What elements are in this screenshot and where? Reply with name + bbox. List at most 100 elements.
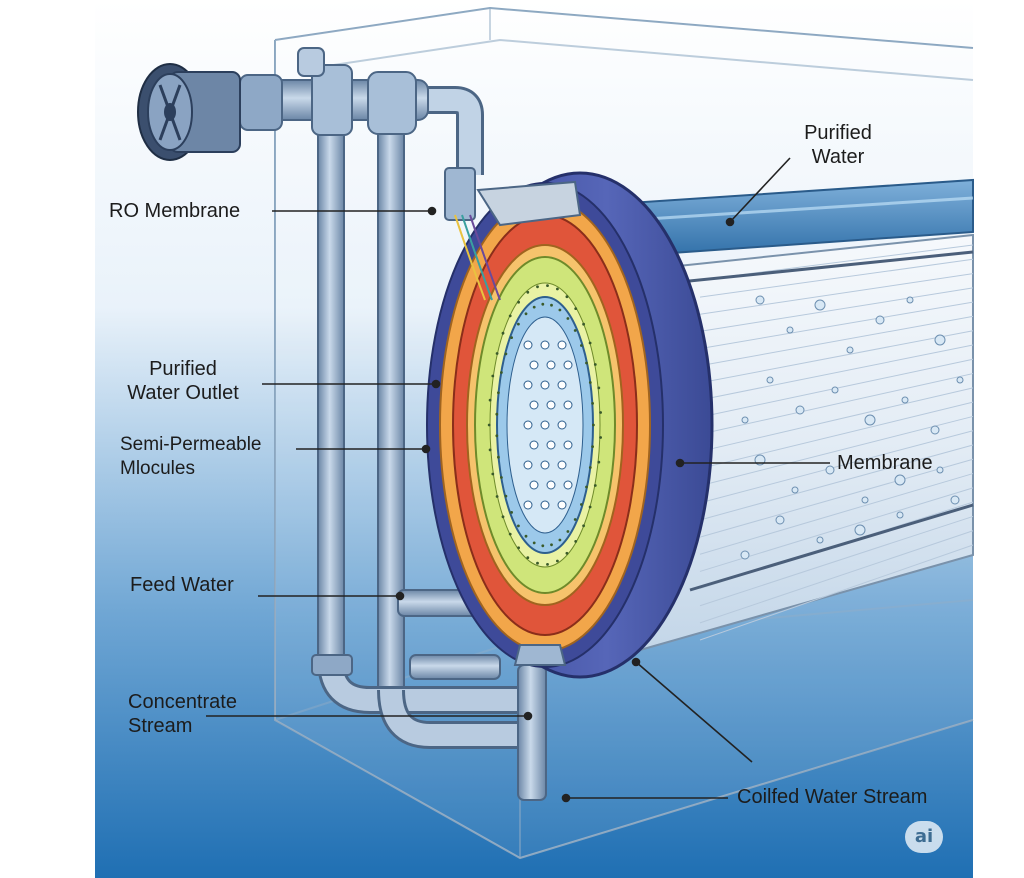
speckle [495, 352, 499, 355]
layer-speckles [487, 284, 602, 566]
membrane-bubbles [740, 295, 964, 560]
bubble [936, 466, 944, 474]
bubble [950, 495, 960, 505]
bubble [816, 536, 824, 544]
bubble [825, 465, 835, 475]
speckle [495, 434, 499, 438]
membrane-stripe [699, 444, 974, 521]
speckle [497, 391, 500, 395]
membrane-cross-section [426, 171, 714, 679]
purified-water-tube [599, 178, 974, 260]
speckle [500, 371, 503, 374]
speckle [517, 524, 520, 528]
speckle [582, 524, 585, 528]
speckle [597, 386, 601, 390]
speckle [497, 455, 500, 459]
speckle [588, 466, 592, 469]
membrane-stripe [699, 315, 974, 367]
speckle [508, 314, 512, 318]
molecule [546, 400, 556, 410]
molecule [540, 420, 550, 430]
bubble [894, 474, 906, 486]
speckle [591, 402, 594, 405]
membrane-stripe [699, 273, 974, 315]
speckle [488, 448, 492, 452]
molecule [563, 440, 573, 450]
label-feed-water: Feed Water [130, 574, 234, 596]
bubble [854, 524, 866, 536]
speckle [501, 331, 505, 335]
speckle [532, 541, 536, 545]
speckle [599, 436, 602, 439]
speckle [526, 290, 530, 294]
molecule [540, 380, 550, 390]
speckle [517, 546, 520, 550]
speckle [500, 476, 503, 479]
bubble [875, 315, 885, 325]
label-purified-water: Purified Water [800, 121, 876, 169]
bubble [930, 425, 940, 435]
membrane-stripe [699, 473, 974, 555]
speckle [504, 494, 508, 498]
bubble [896, 511, 904, 519]
bubble [755, 295, 765, 305]
molecule [523, 340, 533, 350]
molecule [563, 480, 573, 490]
bubble [861, 496, 869, 504]
bubble [795, 405, 805, 415]
molecule [523, 380, 533, 390]
leader-purified-water-outlet-dot [431, 379, 441, 389]
speckle [508, 532, 512, 536]
speckle [588, 505, 592, 509]
bubble [906, 296, 914, 304]
speckle [517, 322, 520, 326]
speckle [491, 472, 495, 476]
speckle [536, 285, 539, 289]
bubble [956, 376, 964, 384]
label-semi-permeable: Semi-Permeable Mlocules [120, 433, 262, 481]
bubble [846, 346, 854, 354]
speckle [565, 295, 569, 299]
molecule [546, 360, 556, 370]
speckle [585, 361, 588, 365]
top-clip [476, 180, 582, 666]
label-concentrate-stream-line-2: Stream [128, 715, 193, 737]
molecule [529, 440, 539, 450]
speckle [593, 484, 597, 487]
label-semi-permeable-line-1: Semi-Permeable [120, 434, 262, 455]
membrane-stripe [699, 258, 974, 298]
leader-coilfed-water-stream-diagonal-dot [631, 657, 641, 667]
membrane-stripe [699, 530, 974, 624]
speckle [487, 423, 491, 427]
membrane-stripe [699, 330, 974, 384]
membrane-stripe [699, 287, 974, 332]
core-molecules [523, 340, 573, 510]
membrane-stripe [699, 515, 974, 607]
label-purified-water-outlet: Purified Water Outlet [113, 357, 253, 405]
speckle [491, 374, 495, 378]
label-ro-membrane: RO Membrane [109, 200, 241, 222]
molecule [540, 500, 550, 510]
speckle [582, 322, 585, 326]
speckle [504, 352, 508, 356]
speckle [580, 344, 583, 347]
speckle [599, 411, 602, 414]
bubble [814, 299, 826, 311]
molecule [529, 360, 539, 370]
pipe-network [227, 47, 547, 801]
speckle [588, 341, 592, 345]
speckle [495, 495, 499, 498]
speckle [573, 329, 577, 332]
label-concentrate-stream: Concentrate Stream [128, 690, 237, 738]
leader-feed-water-dot [395, 591, 405, 601]
speckle [558, 308, 562, 312]
membrane-stripe [699, 401, 974, 470]
speckle [488, 398, 492, 402]
bubble [864, 414, 876, 426]
leader-concentrate-stream-dot [523, 711, 533, 721]
label-coilfed-water-stream: Coilfed Water Stream [737, 786, 928, 808]
bubble [786, 326, 794, 334]
label-purified-water-line-1: Purified [804, 122, 872, 144]
speckle [556, 287, 559, 291]
